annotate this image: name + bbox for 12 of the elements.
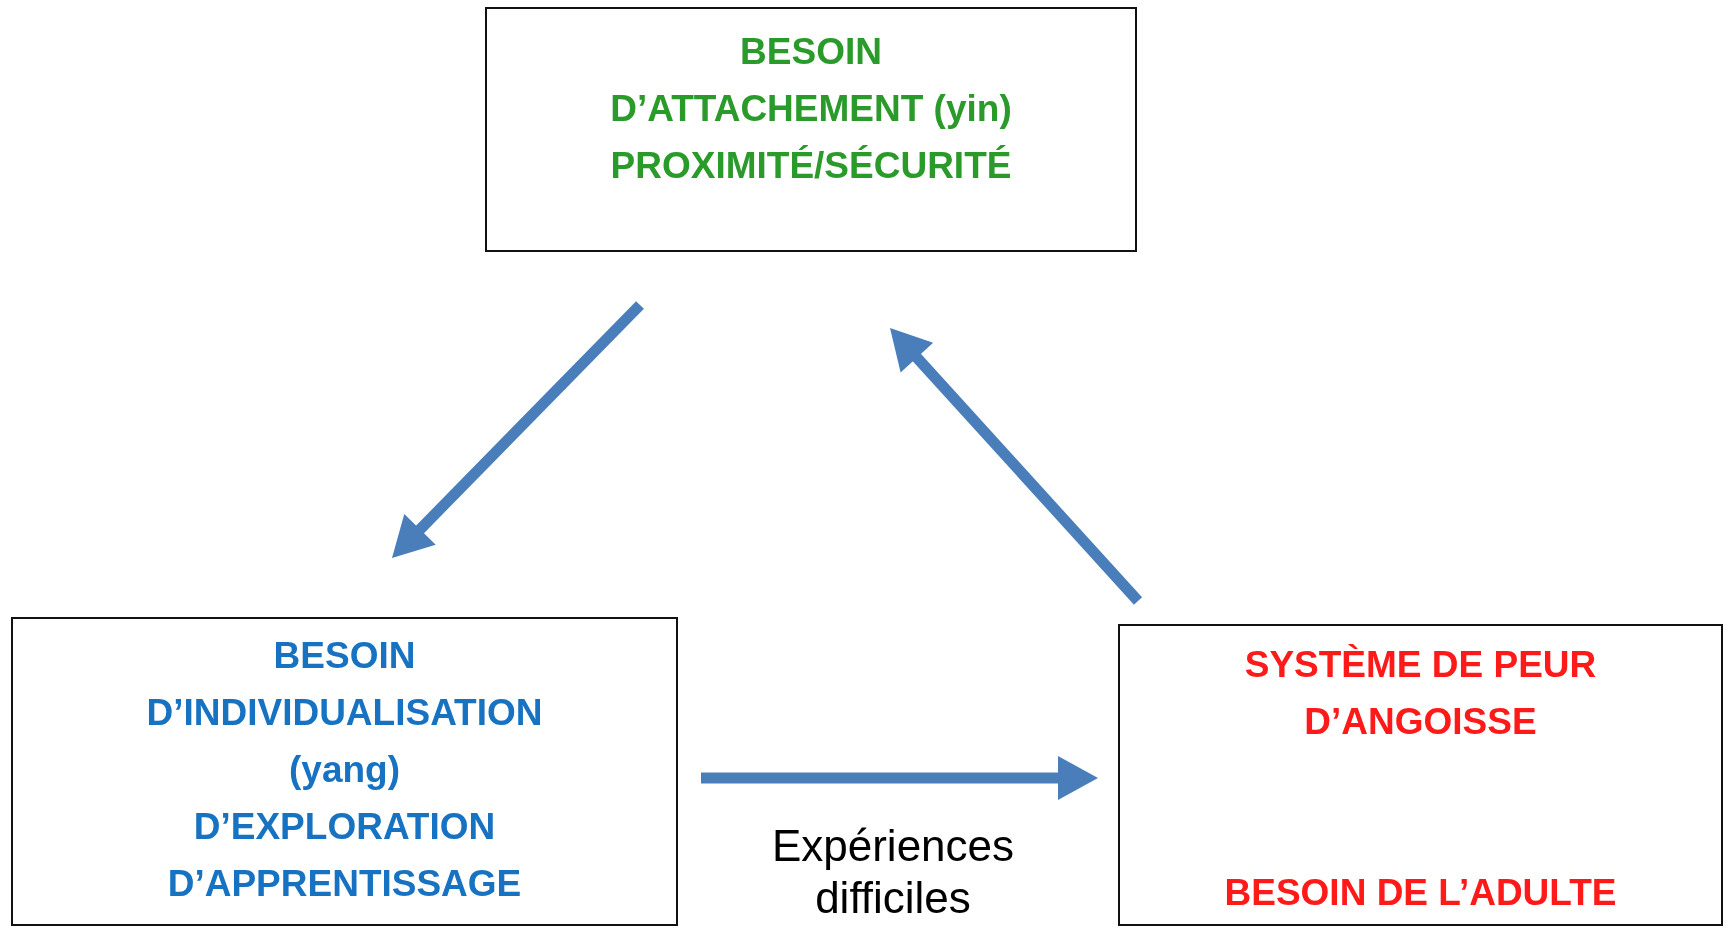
arrow	[392, 301, 644, 558]
arrow	[890, 328, 1143, 605]
arrow	[701, 756, 1098, 800]
box-text: SYSTÈME DE PEUR D’ANGOISSE	[1243, 643, 1598, 744]
box-text: BESOIN D’ATTACHEMENT (yin)	[609, 30, 1013, 131]
box-text: D’EXPLORATION D’APPRENTISSAGE	[166, 805, 523, 906]
text-box	[1118, 624, 1723, 926]
text-box	[11, 617, 678, 926]
box-text: PROXIMITÉ/SÉCURITÉ	[610, 144, 1012, 188]
box-text: BESOIN DE L’ADULTE	[1224, 871, 1617, 915]
box-text: BESOIN D’INDIVIDUALISATION (yang)	[145, 634, 544, 792]
text-box	[485, 7, 1137, 252]
